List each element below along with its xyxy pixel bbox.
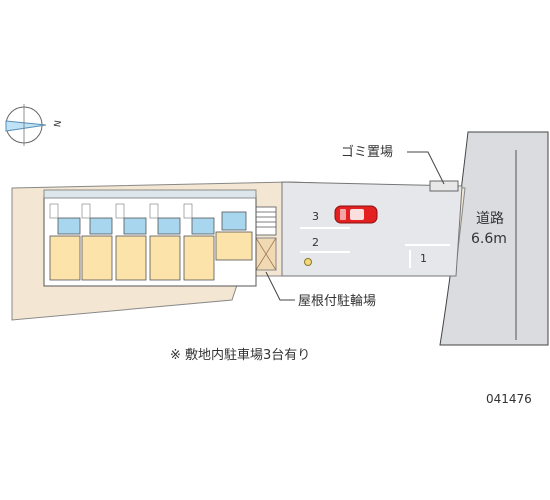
compass-arrow-icon bbox=[5, 120, 47, 132]
apartment-unit bbox=[115, 203, 147, 281]
compass-north-label: N bbox=[53, 120, 64, 128]
apartment-unit bbox=[49, 203, 81, 281]
parking-note: ※ 敷地内駐車場3台有り bbox=[170, 347, 310, 363]
garbage-area bbox=[429, 180, 459, 192]
road-width-label: 6.6m bbox=[471, 231, 507, 247]
parking-stripes bbox=[300, 227, 450, 268]
compass: N bbox=[5, 104, 64, 146]
road bbox=[439, 131, 549, 346]
apartment-unit bbox=[215, 211, 253, 261]
parking-space-1-number: 1 bbox=[420, 252, 427, 265]
corridor bbox=[43, 189, 257, 199]
road-name-label: 道路 bbox=[476, 211, 504, 227]
utility-mark bbox=[304, 258, 312, 266]
bike-parking-leader-line bbox=[265, 271, 295, 301]
apartment-unit bbox=[183, 203, 215, 281]
parking-space-2-number: 2 bbox=[312, 236, 319, 249]
property-code: 041476 bbox=[486, 392, 532, 406]
garbage-leader-line bbox=[407, 151, 445, 185]
car-icon bbox=[334, 205, 378, 224]
apartment-unit bbox=[149, 203, 181, 281]
bike-parking-label: 屋根付駐輪場 bbox=[298, 293, 376, 309]
staircase bbox=[253, 206, 277, 236]
bike-parking-area bbox=[255, 237, 277, 271]
apartment-unit bbox=[81, 203, 113, 281]
apartment-building bbox=[43, 189, 257, 287]
parking-space-3-number: 3 bbox=[312, 210, 319, 223]
garbage-label: ゴミ置場 bbox=[341, 144, 393, 160]
